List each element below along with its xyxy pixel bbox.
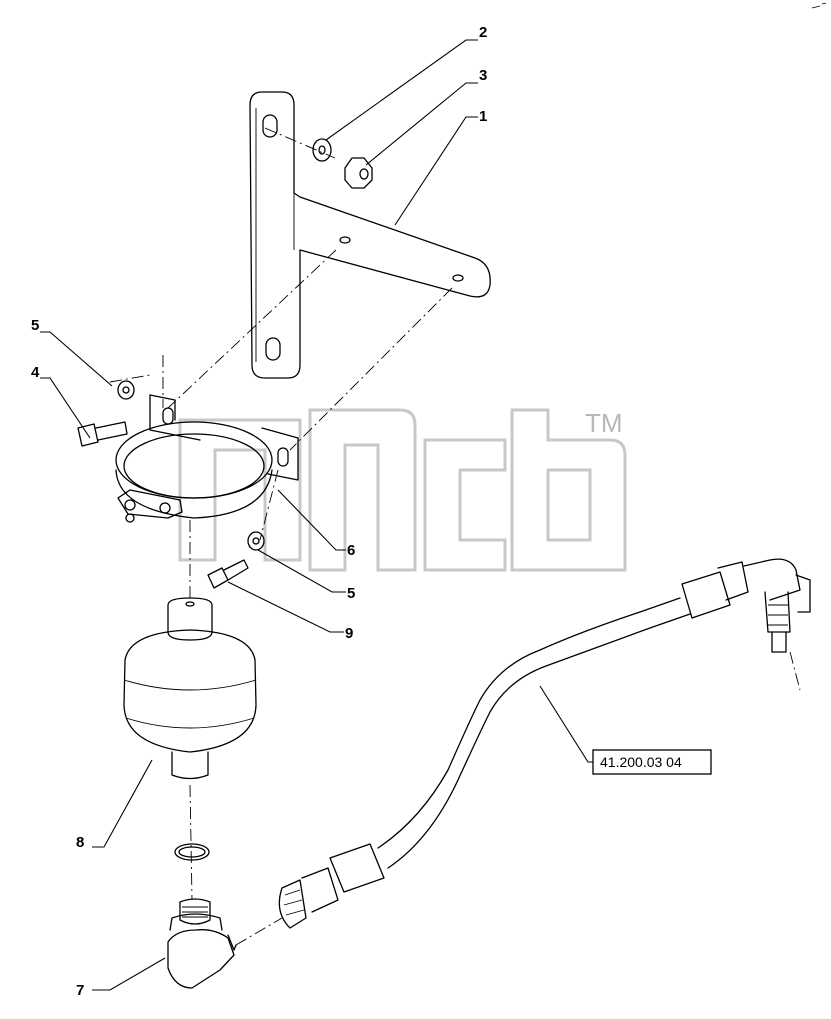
- callout-4: 4: [31, 364, 40, 381]
- callout-5-upper: 5: [31, 317, 39, 334]
- washer-part-5-upper: [117, 380, 135, 400]
- nut-part-3: [344, 157, 373, 189]
- bolt-part-9: [207, 559, 249, 589]
- callout-1: 1: [479, 108, 487, 125]
- trademark-text: TM: [585, 408, 623, 438]
- o-ring: [174, 843, 210, 861]
- callout-6: 6: [347, 542, 355, 559]
- bracket-part-1: [249, 91, 491, 379]
- clamp-part-6: [115, 394, 299, 523]
- hose-assembly: [278, 558, 811, 929]
- callout-8: 8: [76, 834, 84, 851]
- callout-5-lower: 5: [347, 585, 355, 602]
- watermark-logo: TM: [178, 408, 627, 572]
- callout-9: 9: [345, 625, 353, 642]
- bolt-part-4: [77, 421, 128, 447]
- washer-part-5-lower: [247, 531, 265, 551]
- elbow-fitting-part-7: [167, 898, 237, 989]
- callout-7: 7: [76, 982, 84, 999]
- corner-mark: [811, 2, 827, 9]
- accumulator-part-8: [123, 597, 257, 780]
- callout-numbers: 2 3 1 5 4 6 5 9 8 7: [31, 24, 487, 999]
- leader-lines: [40, 39, 600, 991]
- reference-label: 41.200.03 04: [600, 754, 682, 770]
- washer-part-2: [312, 138, 332, 162]
- reference-box[interactable]: 41.200.03 04: [592, 749, 712, 775]
- callout-3: 3: [479, 67, 487, 84]
- assembly-centerlines: [109, 127, 801, 946]
- callout-2: 2: [479, 24, 487, 41]
